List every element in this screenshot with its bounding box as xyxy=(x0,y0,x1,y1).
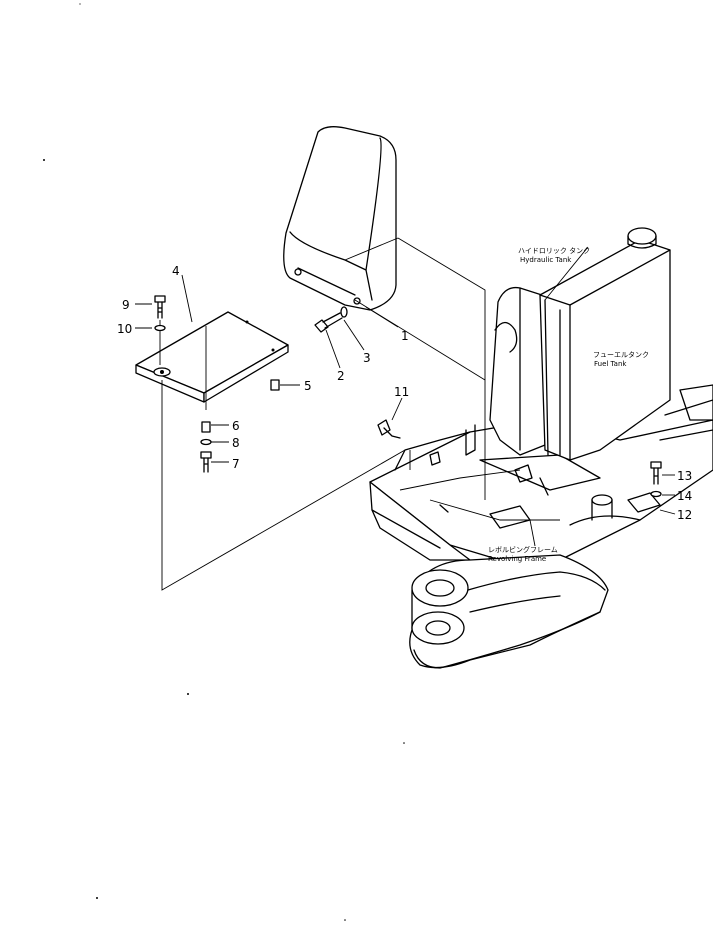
callout-12: 12 xyxy=(677,508,692,522)
callout-5: 5 xyxy=(304,379,312,393)
callout-8: 8 xyxy=(232,436,240,450)
component-labels: ハイドロリック タンク Hydraulic Tank フューエルタンク Fuel… xyxy=(488,246,649,563)
callout-6: 6 xyxy=(232,419,240,433)
seat-back xyxy=(283,126,397,311)
fuel-tank-label-en: Fuel Tank xyxy=(594,360,627,368)
callout-7: 7 xyxy=(232,457,240,471)
callout-13: 13 xyxy=(677,469,692,483)
callout-11: 11 xyxy=(394,385,409,399)
revolving-frame xyxy=(369,384,713,669)
callout-10: 10 xyxy=(117,322,132,336)
callout-14: 14 xyxy=(677,489,692,503)
revolving-frame-label-en: Revolving Frame xyxy=(488,555,546,563)
seat-plate xyxy=(135,311,289,403)
callout-2: 2 xyxy=(337,369,345,383)
hydraulic-tank-label-en: Hydraulic Tank xyxy=(520,256,572,264)
callout-numbers: 1 2 3 4 5 6 7 8 9 10 11 12 13 14 xyxy=(117,264,692,522)
callout-1: 1 xyxy=(401,329,409,343)
hydraulic-tank-label-jp: ハイドロリック タンク xyxy=(518,246,590,255)
fasteners xyxy=(154,295,662,498)
fuel-tank xyxy=(539,227,671,461)
callout-4: 4 xyxy=(172,264,180,278)
revolving-frame-label-jp: レボルビングフレーム xyxy=(488,545,558,554)
leader-lines xyxy=(135,246,676,547)
scan-specks xyxy=(43,3,405,921)
callout-3: 3 xyxy=(363,351,371,365)
hydraulic-tank xyxy=(489,286,546,456)
callout-9: 9 xyxy=(122,298,130,312)
fuel-tank-label-jp: フューエルタンク xyxy=(593,350,649,359)
